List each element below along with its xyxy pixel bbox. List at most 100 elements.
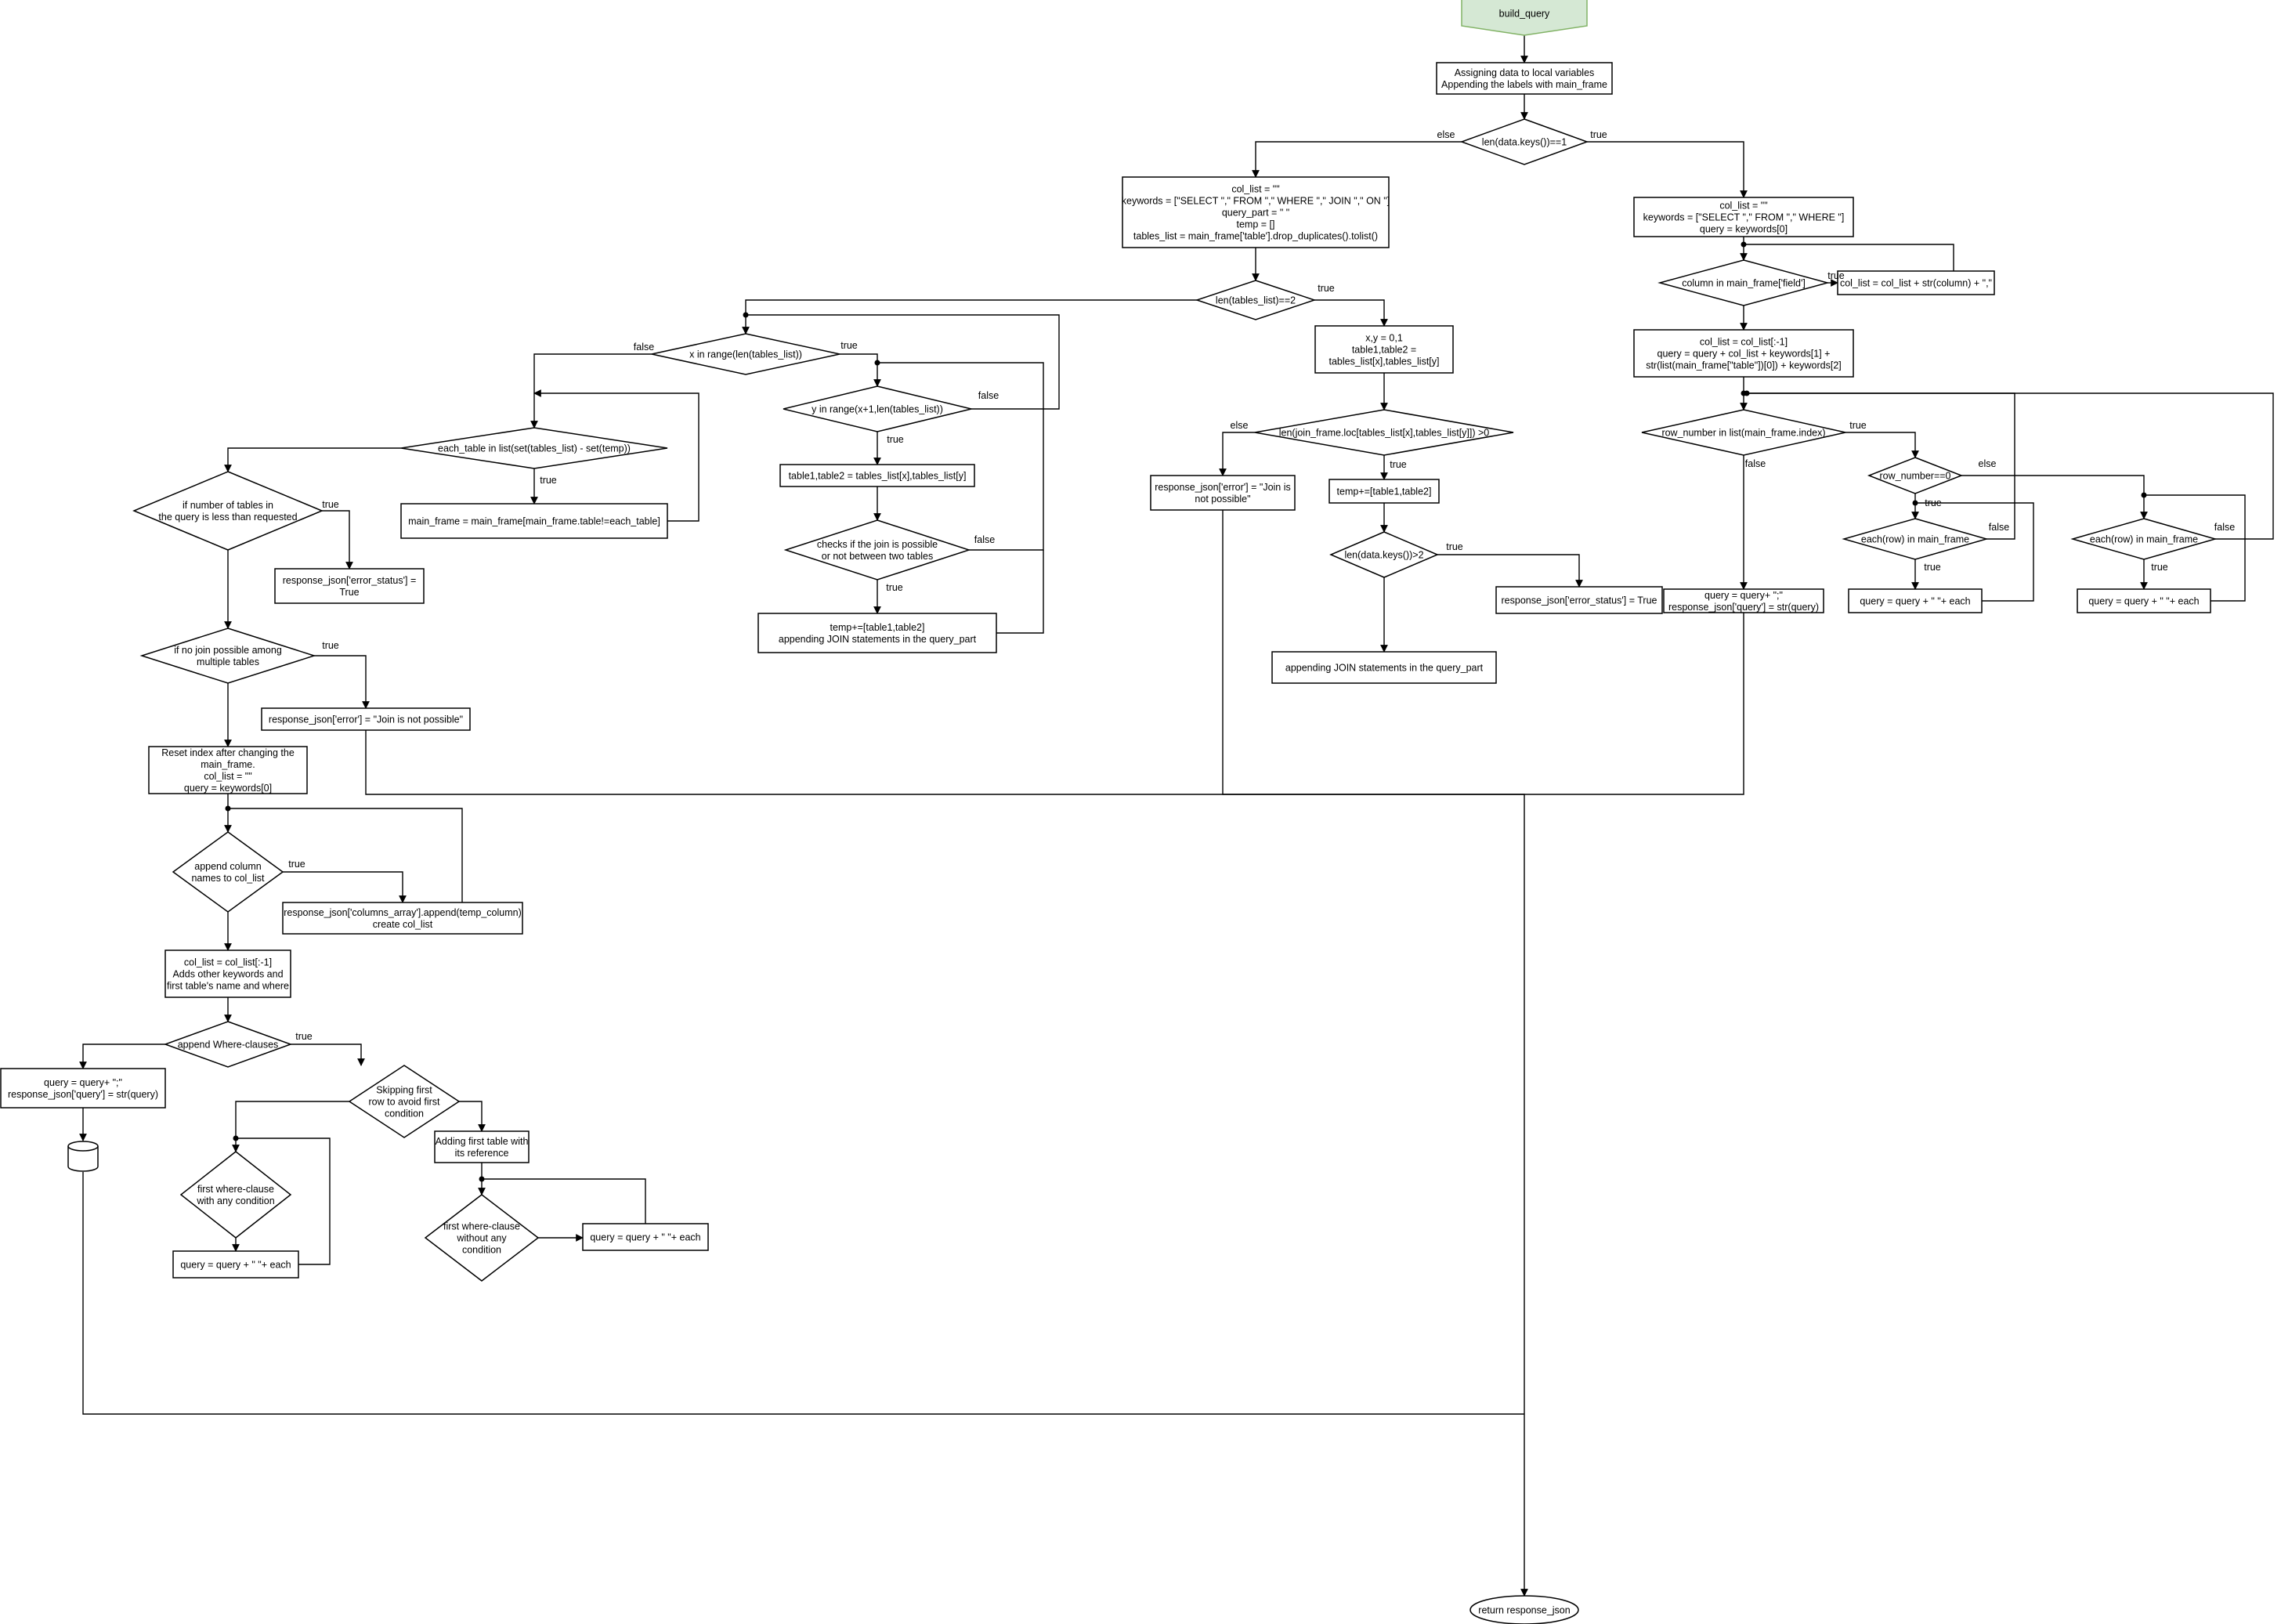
node-d-tables2: len(tables_list)==2 <box>1195 280 1317 320</box>
label-line: Assigning data to local variables <box>1455 67 1595 78</box>
label-line: query = query+ ";" <box>1704 590 1783 601</box>
label-line: condition <box>462 1245 501 1256</box>
label-line: response_json['query'] = str(query) <box>1668 602 1819 613</box>
multi-init-label: col_list = ""keywords = ["SELECT "," FRO… <box>1122 184 1390 242</box>
label-line: x in range(len(tables_list)) <box>689 349 802 360</box>
label-line: its reference <box>455 1148 509 1159</box>
edge-label-y-true: true <box>887 434 904 445</box>
edge-label-rownum-true: true <box>1849 420 1867 431</box>
label-line: first where-clause <box>197 1184 274 1195</box>
label-line: response_json['error'] = "Join is not po… <box>269 714 463 725</box>
col-trim-2-label: col_list = col_list[:-1]query = query + … <box>1646 337 1842 371</box>
node-q-each-3: query = query + " "+ each <box>1848 588 1983 613</box>
d-keys1-label: len(data.keys())==1 <box>1482 137 1567 148</box>
query-end-2-shape <box>1663 588 1824 613</box>
edge-label-x-true: true <box>840 340 858 351</box>
e-each2-false <box>1744 392 2274 540</box>
label-line: return response_json <box>1478 1605 1570 1616</box>
node-multi-init: col_list = ""keywords = ["SELECT "," FRO… <box>1122 176 1390 248</box>
label-line: query = keywords[0] <box>184 783 272 794</box>
node-q-each-4: query = query + " "+ each <box>2077 588 2211 613</box>
label-line: row_number==0 <box>1879 471 1950 482</box>
cols-array-shape <box>282 902 523 935</box>
label-line: keywords = ["SELECT "," FROM "," WHERE "… <box>1643 212 1845 223</box>
node-return: return response_json <box>1469 1595 1579 1624</box>
label-line: len(join_frame.loc[tables_list[x],tables… <box>1279 428 1490 439</box>
label-line: each_table in list(set(tables_list) - se… <box>438 443 631 454</box>
label-line: temp = [] <box>1237 219 1275 230</box>
e-each1-false <box>1744 392 2015 540</box>
label-line: tables_list = main_frame['table'].drop_d… <box>1133 231 1378 242</box>
e-tables2-x <box>742 299 1197 335</box>
label-line: if number of tables in <box>183 500 273 511</box>
temp-append-label: temp+=[table1,table2]appending JOIN stat… <box>779 622 977 645</box>
d-keys2-shape <box>1329 531 1439 578</box>
node-temp-append: temp+=[table1,table2]appending JOIN stat… <box>757 613 997 653</box>
label-line: Reset index after changing the <box>161 747 295 758</box>
e-filter-loop <box>533 389 699 522</box>
edge-label-y-false: false <box>978 390 999 401</box>
junction-dot <box>743 312 749 318</box>
label-line: col_list = col_list + str(column) + "," <box>1840 278 1992 289</box>
d-eachrow-1-shape <box>1842 518 1989 560</box>
edge-label-row0-else: else <box>1979 458 1997 469</box>
q-each-2-label: query = query + " "+ each <box>590 1232 700 1243</box>
edge-label-nojoin-true: true <box>322 640 339 651</box>
label-line: each(row) in main_frame <box>2090 534 2198 545</box>
node-err-status-1: response_json['error_status'] =True <box>274 568 425 604</box>
node-d-keys1: len(data.keys())==1 <box>1459 118 1589 165</box>
q-each-1-shape <box>172 1250 299 1279</box>
database-icon <box>67 1141 99 1172</box>
d-tables2-shape <box>1195 280 1317 320</box>
label-line: y in range(x+1,len(tables_list)) <box>812 404 943 415</box>
edge-label-eachrow1-true: true <box>1924 562 1941 573</box>
junction-dot <box>225 805 231 812</box>
e-errjoin1-return <box>365 730 1528 1597</box>
col-add-shape <box>1837 270 1995 295</box>
d-keys2-label: len(data.keys())>2 <box>1344 550 1423 561</box>
junction-dot <box>1741 241 1747 248</box>
label-line: temp+=[table1,table2] <box>830 622 925 633</box>
label-line: multiple tables <box>197 656 259 667</box>
e-x-true <box>840 353 881 387</box>
d-where-label: append Where-clauses <box>178 1040 279 1051</box>
tables-assign-label: table1,table2 = tables_list[x],tables_li… <box>789 471 967 482</box>
e-q4-loop <box>2144 494 2246 602</box>
label-line: if no join possible among <box>174 645 282 656</box>
junction-dot <box>1912 500 1918 506</box>
label-line: column in main_frame['field'] <box>1682 278 1806 289</box>
node-query-end-1: query = query+ ";"response_json['query']… <box>0 1068 166 1109</box>
q-each-2-shape <box>582 1223 709 1251</box>
e-keys1-true <box>1587 141 1748 198</box>
edge-label-joinframe-true: true <box>1390 459 1407 470</box>
label-line: len(tables_list)==2 <box>1216 295 1296 306</box>
node-d-eachrow-2: each(row) in main_frame <box>2070 518 2218 560</box>
e-keys1-else <box>1252 141 1462 178</box>
label-line: query_part = " " <box>1222 208 1289 219</box>
node-q-each-2: query = query + " "+ each <box>582 1223 709 1251</box>
label-line: row to avoid first <box>368 1097 440 1108</box>
edge-label-tables2-true: true <box>1318 283 1335 294</box>
d-x-label: x in range(len(tables_list)) <box>689 349 802 360</box>
label-line: response_json['query'] = str(query) <box>8 1089 158 1100</box>
edge-label-checkjoin-true: true <box>886 582 903 593</box>
node-d-column: column in main_frame['field'] <box>1657 259 1830 306</box>
col-trim-1-label: col_list = col_list[:-1]Adds other keywo… <box>167 957 289 992</box>
junction-dot <box>874 360 880 366</box>
d-joinframe-shape <box>1254 409 1514 456</box>
node-append-join: appending JOIN statements in the query_p… <box>1271 651 1497 684</box>
node-temp-pair: temp+=[table1,table2] <box>1328 479 1440 504</box>
e-rownum-true <box>1845 432 1919 458</box>
build-query-label: build_query <box>1499 9 1550 20</box>
q-each-3-shape <box>1848 588 1983 613</box>
junction-dot <box>479 1176 485 1182</box>
edge-label-appendcol-true: true <box>288 859 305 870</box>
